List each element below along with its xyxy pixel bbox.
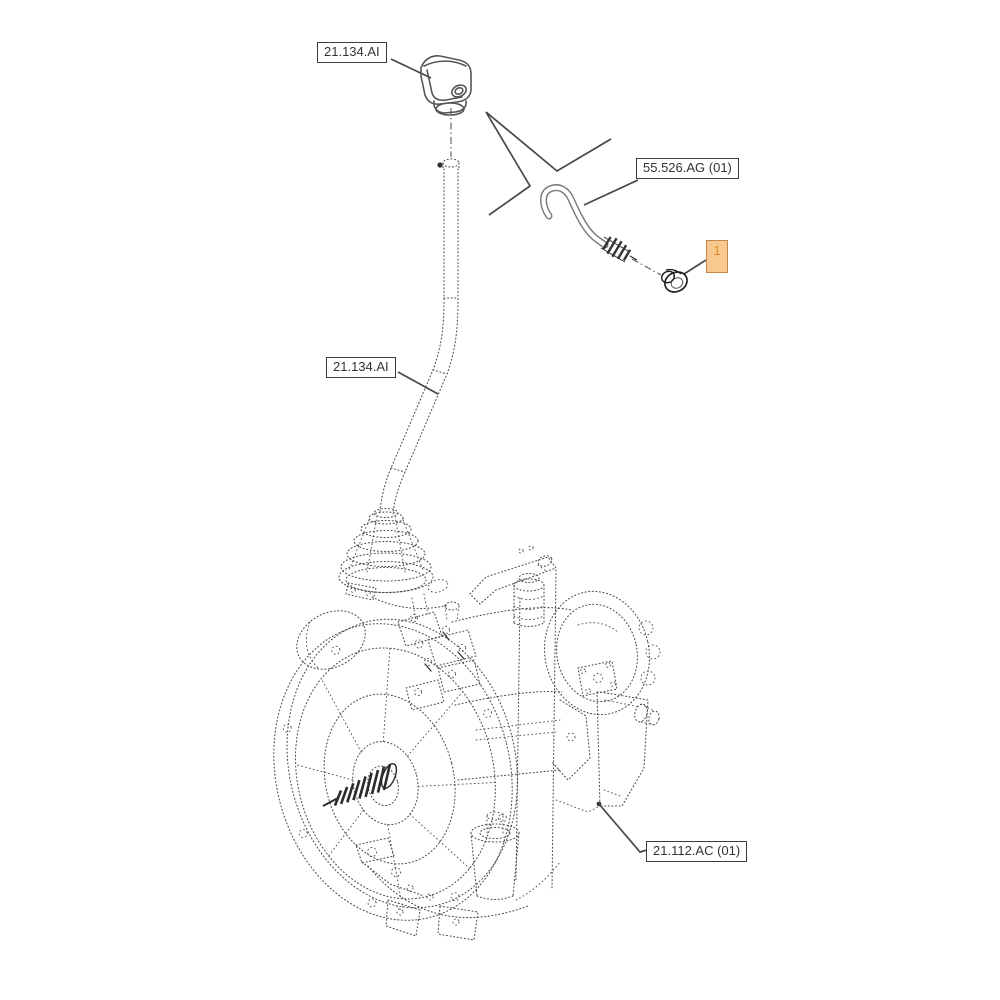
- leader-knob: [390, 58, 432, 79]
- valve-cluster: [397, 593, 481, 711]
- leader-tip-dot: [596, 801, 602, 807]
- top-bracket: [469, 556, 557, 605]
- side-housing: [544, 590, 661, 716]
- label-lever-ref[interactable]: 21.134.AI: [326, 357, 396, 378]
- leader-lever: [397, 371, 439, 395]
- cable-connector: [600, 236, 638, 263]
- lever-pin: [437, 162, 443, 168]
- callout-1-badge[interactable]: 1: [706, 240, 728, 273]
- label-cable-ref[interactable]: 55.526.AG (01): [636, 158, 739, 179]
- bell-housing-spokes: [294, 647, 497, 900]
- shift-knob-drawing: [420, 55, 472, 116]
- knob-button: [451, 84, 467, 98]
- boot-drawing: [338, 507, 449, 610]
- harness-cable-drawing: [540, 184, 638, 263]
- pointer-arrows: [485, 111, 612, 216]
- leader-badge: [683, 259, 707, 275]
- bell-housing-bolts: [282, 639, 507, 908]
- plug-drawing: [661, 268, 688, 293]
- label-transmission-ref[interactable]: 21.112.AC (01): [646, 841, 748, 862]
- suction-tube: [470, 811, 520, 901]
- leader-lines: [390, 58, 707, 853]
- breather-tower: [513, 572, 545, 628]
- left-loop: [296, 610, 366, 670]
- gear-lever-drawing: [379, 158, 460, 515]
- leader-cable: [583, 179, 639, 206]
- input-shaft-drawing: [322, 763, 398, 807]
- side-bracket: [551, 699, 601, 813]
- leader-transmission: [598, 803, 648, 853]
- label-shift-knob-ref[interactable]: 21.134.AI: [317, 42, 387, 63]
- rear-panel: [596, 691, 660, 807]
- sump-feet: [367, 861, 561, 941]
- transmission-drawing: [273, 545, 661, 941]
- centerlines: [450, 108, 662, 276]
